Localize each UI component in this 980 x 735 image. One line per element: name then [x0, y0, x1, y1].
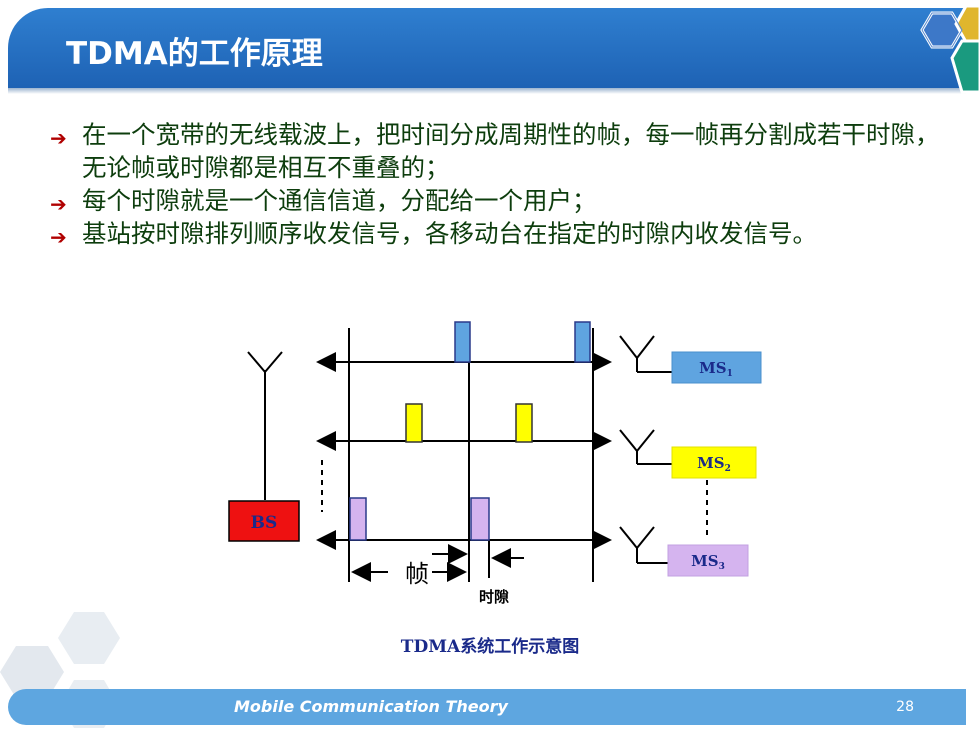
- ms2-box: [671, 446, 757, 479]
- ms1-box: [671, 351, 762, 384]
- time-slot-ms1: [454, 321, 471, 363]
- bullet-list: ➔ 在一个宽带的无线载波上，把时间分成周期性的帧，每一帧再分割成若干时隙，无论帧…: [50, 118, 940, 250]
- footer-title: Mobile Communication Theory: [234, 697, 508, 716]
- title-bar: TDMA的工作原理: [8, 8, 966, 94]
- time-slot-ms1: [574, 321, 591, 363]
- bullet-text: 在一个宽带的无线载波上，把时间分成周期性的帧，每一帧再分割成若干时隙，无论帧或时…: [82, 120, 940, 182]
- bs-antenna-icon: [247, 351, 283, 500]
- footer-bar: Mobile Communication Theory 28: [8, 689, 966, 725]
- bullet-text: 基站按时隙排列顺序收发信号，各移动台在指定的时隙内收发信号。: [82, 219, 817, 248]
- bullet-item: ➔ 每个时隙就是一个通信信道，分配给一个用户；: [50, 184, 940, 217]
- slot-label: 时隙: [479, 588, 509, 606]
- bullet-item: ➔ 在一个宽带的无线载波上，把时间分成周期性的帧，每一帧再分割成若干时隙，无论帧…: [50, 118, 940, 184]
- ms-antenna-icon: [619, 429, 672, 465]
- ms-antenna-icon: [619, 526, 672, 564]
- time-slot-ms2: [405, 403, 423, 443]
- bullet-item: ➔ 基站按时隙排列顺序收发信号，各移动台在指定的时隙内收发信号。: [50, 217, 940, 250]
- bs-box: [228, 500, 300, 542]
- time-slot-ms3: [349, 497, 367, 541]
- ms-antenna-icon: [619, 335, 672, 373]
- bullet-text: 每个时隙就是一个通信信道，分配给一个用户；: [82, 186, 597, 215]
- page-title: TDMA的工作原理: [66, 36, 323, 72]
- diagram-caption: TDMA系统工作示意图: [400, 637, 580, 657]
- ms3-box: [667, 544, 749, 577]
- bs-label: BS: [251, 513, 278, 533]
- ms3-label: MS3: [691, 552, 725, 572]
- time-slot-ms3: [470, 497, 490, 541]
- arrow-bullet-icon: ➔: [50, 192, 67, 216]
- ms2-label: MS2: [697, 454, 731, 474]
- ms1-label: MS1: [699, 359, 733, 379]
- hexagon-logo-icon: [920, 4, 980, 94]
- title-shadow: [8, 88, 966, 94]
- frame-label: 帧: [405, 560, 429, 588]
- page-number: 28: [896, 699, 914, 715]
- arrow-bullet-icon: ➔: [50, 225, 67, 249]
- arrow-bullet-icon: ➔: [50, 126, 67, 150]
- time-slot-ms2: [515, 403, 533, 443]
